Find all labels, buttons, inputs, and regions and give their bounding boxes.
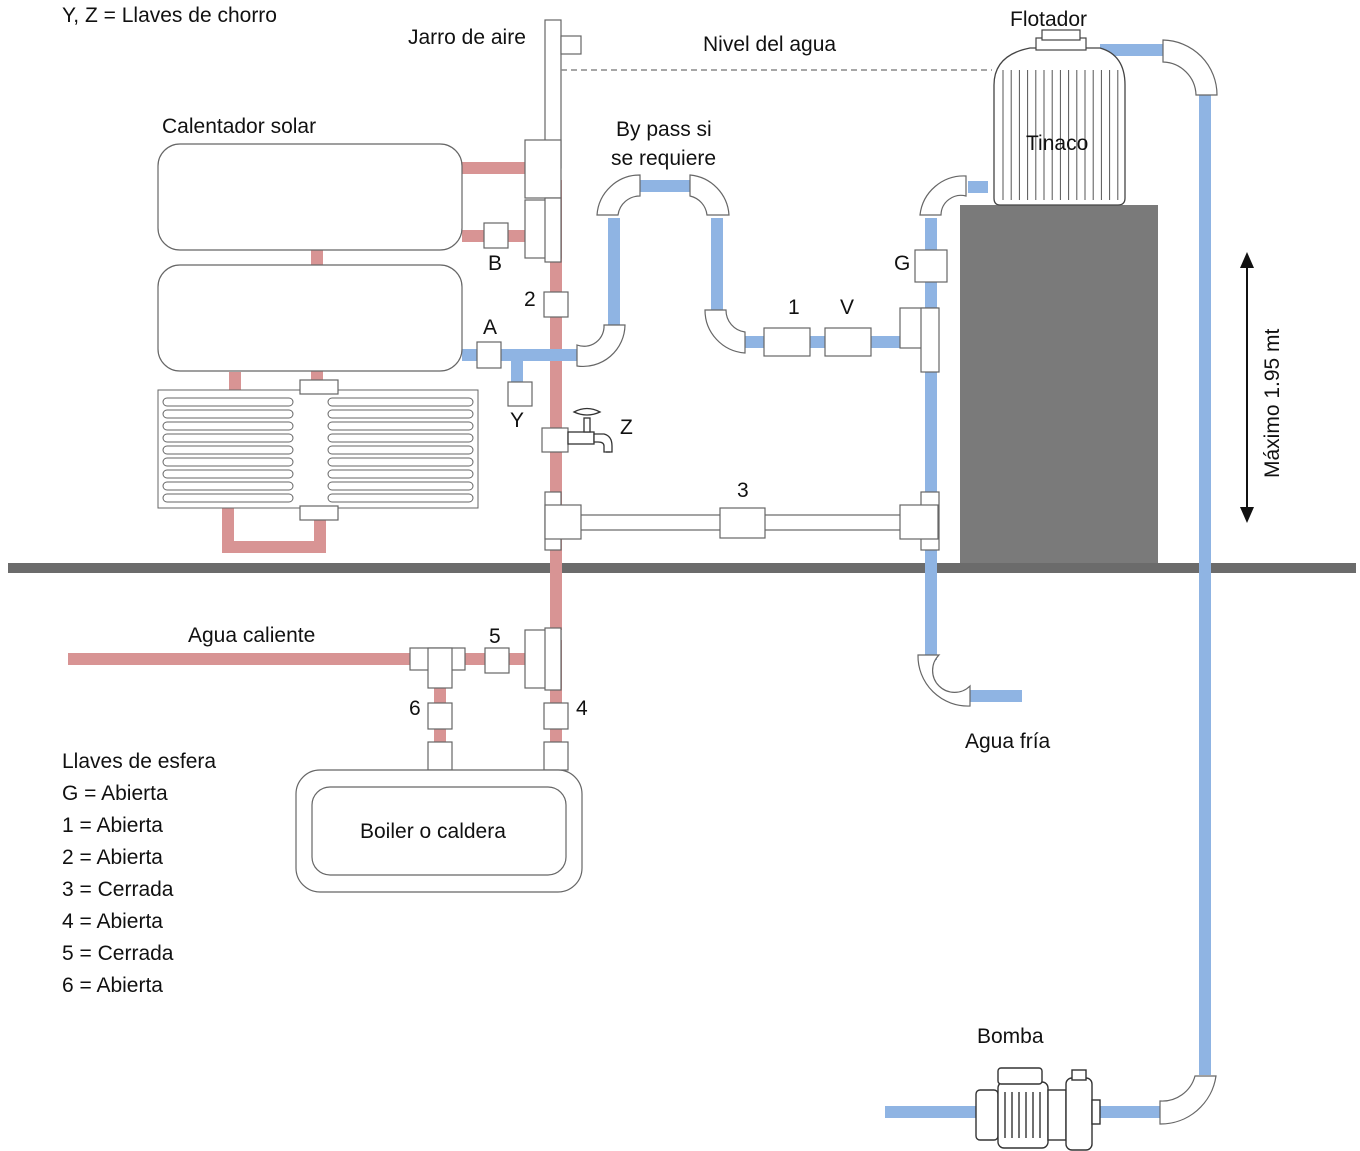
bypass-label-line2: se requiere [611, 147, 716, 170]
collector-tube [327, 445, 474, 455]
legend-item: 1 = Abierta [62, 814, 163, 837]
solar-tank-upper [157, 143, 463, 251]
tee-fittings [409, 139, 940, 691]
collector-tube [162, 397, 294, 407]
boiler [295, 769, 583, 893]
valve-V [824, 327, 872, 357]
air-jar-label: Jarro de aire [408, 26, 526, 49]
float-label: Flotador [1010, 8, 1087, 31]
valve-4 [543, 702, 569, 730]
valve-G [914, 249, 948, 283]
legend-item: 6 = Abierta [62, 974, 163, 997]
valve-6-label: 6 [409, 697, 421, 720]
cold-water-label: Agua fría [965, 730, 1051, 753]
pump-label: Bomba [977, 1025, 1044, 1048]
water-level-label: Nivel del agua [703, 33, 836, 56]
valve-5-label: 5 [489, 625, 501, 648]
valve-2 [543, 291, 569, 318]
bypass-label-line1: By pass si [616, 118, 712, 141]
valve-Y [507, 381, 533, 407]
valve-3-label: 3 [737, 479, 749, 502]
collector-tube [327, 433, 474, 443]
valve-2-label: 2 [524, 288, 536, 311]
valve-3 [719, 507, 766, 539]
collector-tube [162, 457, 294, 467]
legend-item: 2 = Abierta [62, 846, 163, 869]
solar-heater [157, 143, 479, 521]
solar-tank-lower [157, 264, 463, 372]
legend-item: 4 = Abierta [62, 910, 163, 933]
collector-tube [327, 493, 474, 503]
collector-tube [327, 421, 474, 431]
legend-item: 3 = Cerrada [62, 878, 174, 901]
valve-Y-label: Y [510, 409, 524, 432]
legend-item: 5 = Cerrada [62, 942, 174, 965]
collector-tube [327, 469, 474, 479]
collector-tube [327, 397, 474, 407]
faucet-icon [567, 407, 613, 453]
hot-water-label: Agua caliente [188, 624, 315, 647]
valve-Z-box [541, 427, 569, 453]
collector-tube [162, 493, 294, 503]
floor-line [8, 563, 1356, 573]
legend-title: Llaves de esfera [62, 750, 216, 773]
legend-item: G = Abierta [62, 782, 168, 805]
valve-V-label: V [840, 296, 854, 319]
collector-tube [162, 469, 294, 479]
pipe-elbows [576, 39, 1218, 1125]
valve-legend: Llaves de esfera G = Abierta 1 = Abierta… [62, 750, 216, 997]
valve-A-label: A [483, 316, 497, 339]
valve-1-label: 1 [788, 296, 800, 319]
max-height-label: Máximo 1.95 mt [1261, 328, 1284, 478]
collector-tube [162, 421, 294, 431]
legend-chorro-label: Y, Z = Llaves de chorro [62, 4, 277, 27]
valve-G-label: G [894, 252, 910, 275]
valve-Z-label: Z [620, 416, 633, 439]
valve-6 [427, 702, 453, 730]
collector-tube [162, 445, 294, 455]
height-arrow [1240, 252, 1254, 523]
tank-support-block [960, 205, 1158, 565]
valve-B [483, 222, 509, 249]
collector-tube [162, 409, 294, 419]
collector-tube [327, 457, 474, 467]
collector-tubes [162, 397, 474, 503]
collector-tube [327, 481, 474, 491]
pump-icon [975, 1067, 1101, 1151]
tinaco-label: Tinaco [1026, 132, 1088, 155]
valve-5 [484, 647, 510, 674]
valve-1 [763, 327, 811, 357]
boiler-label: Boiler o caldera [360, 820, 506, 843]
valve-4-label: 4 [576, 697, 588, 720]
collector-tube [327, 409, 474, 419]
tinaco-tank [993, 29, 1126, 206]
collector-tube [162, 433, 294, 443]
solar-heater-label: Calentador solar [162, 115, 316, 138]
valve-boxes [427, 222, 948, 771]
valve-A [476, 341, 502, 369]
valve-B-label: B [488, 252, 502, 275]
collector-tube [162, 481, 294, 491]
